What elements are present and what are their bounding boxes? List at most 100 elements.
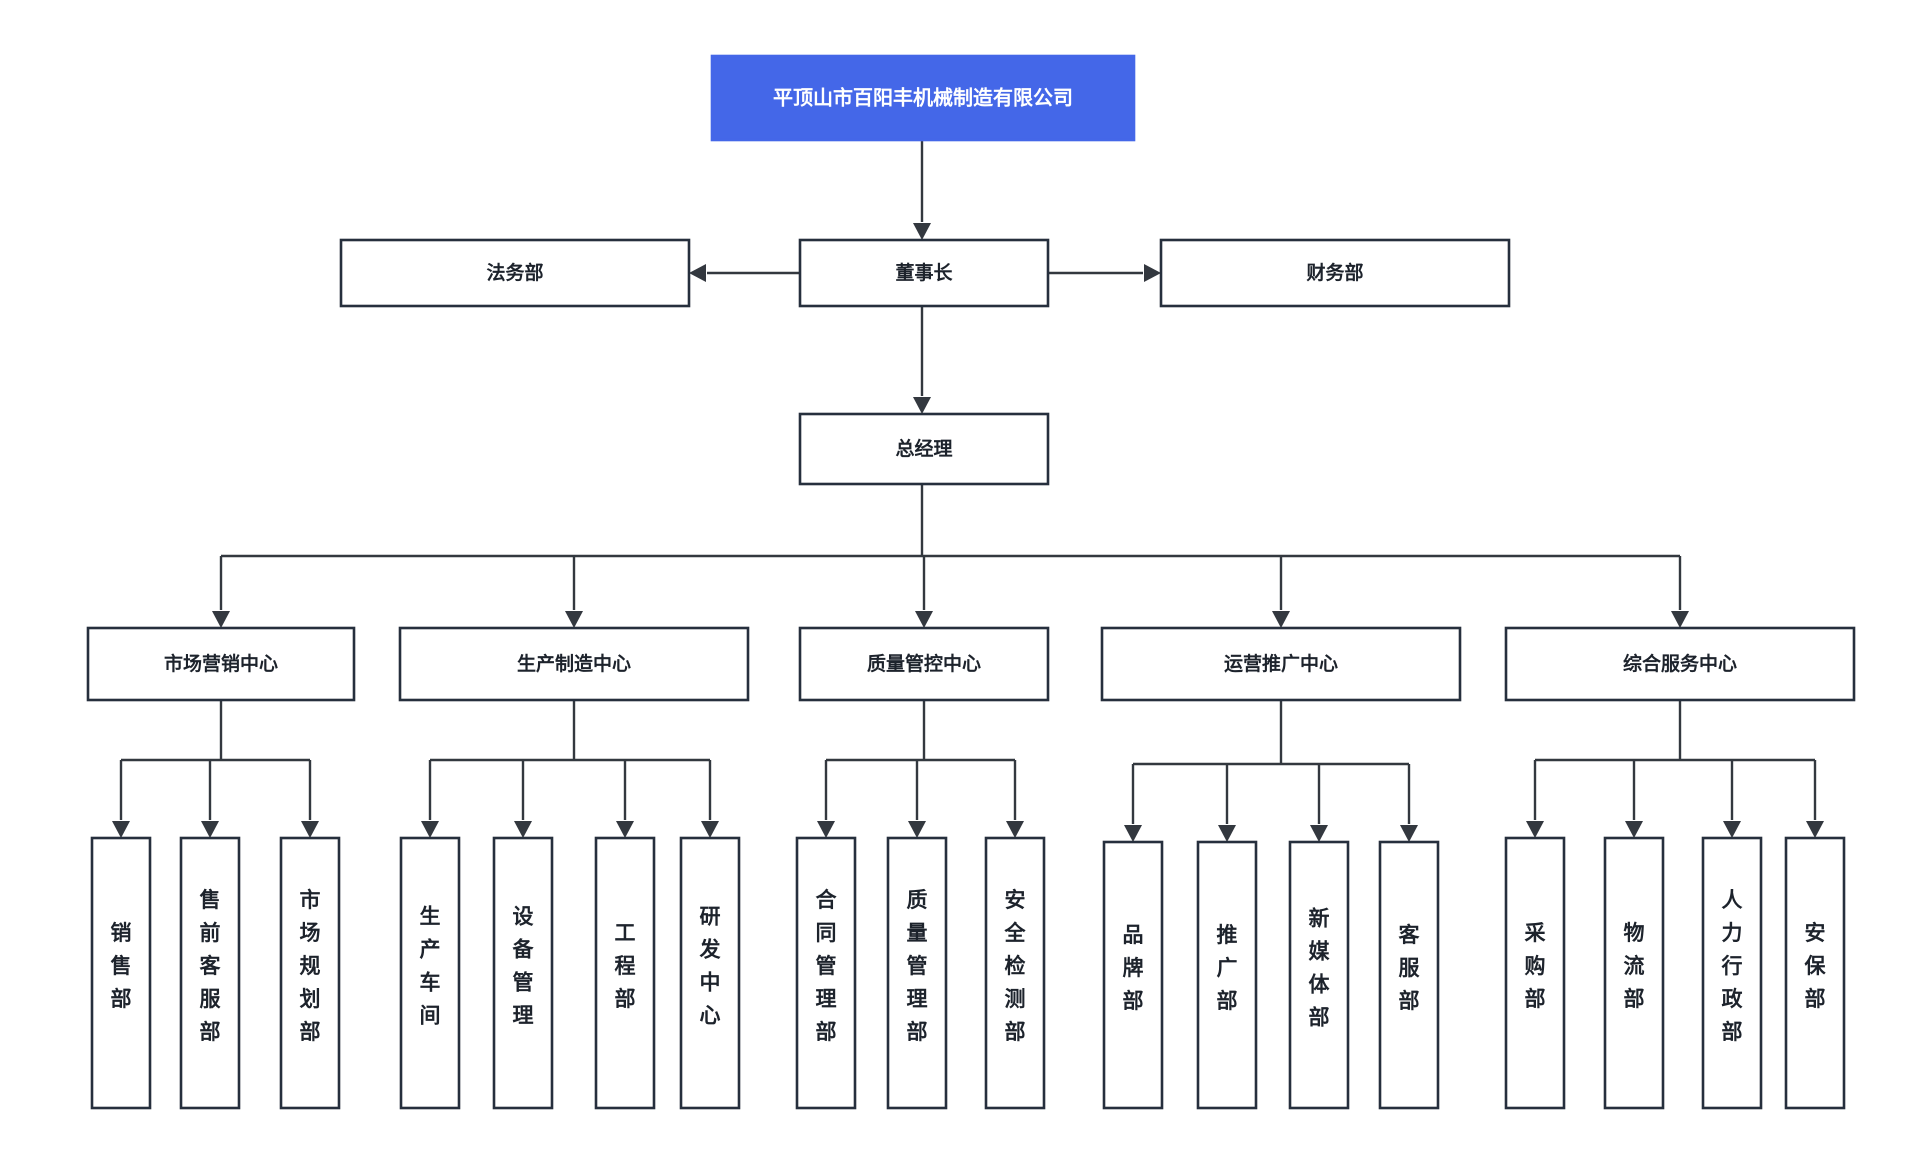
node-center-4-leaf-4[interactable]: 客服部 [1378,840,1440,1110]
arrowhead-down-icon [1124,825,1142,842]
arrowhead-down-icon [1272,611,1290,628]
arrowhead-down-icon [616,821,634,838]
node-center-3[interactable]: 质量管控中心 [798,626,1050,702]
node-legal-department-label: 法务部 [486,261,543,284]
box-shape [399,836,461,1110]
arrowhead-down-icon [1310,825,1328,842]
node-center-2-leaf-4[interactable]: 研发中心 [679,836,741,1110]
node-center-1-leaf-2-label: 售前客服部 [200,888,222,1044]
box-shape [398,626,750,702]
arrowhead-down-icon [112,821,130,838]
node-center-4[interactable]: 运营推广中心 [1100,626,1462,702]
box-shape [339,238,691,308]
node-center-2[interactable]: 生产制造中心 [398,626,750,702]
arrowhead-down-icon [701,821,719,838]
node-general-manager-label: 总经理 [895,437,952,460]
node-finance-department[interactable]: 财务部 [1159,238,1511,308]
node-center-5-leaf-3-label: 人力行政部 [1721,889,1744,1044]
box-shape [795,836,857,1110]
box-shape [679,836,741,1110]
arrowhead-down-icon [1218,825,1236,842]
node-center-3-leaf-3[interactable]: 安全检测部 [984,836,1046,1110]
node-finance-department-label: 财务部 [1306,261,1363,284]
arrowhead-down-icon [1806,821,1824,838]
box-shape [1784,836,1846,1110]
node-center-2-label: 生产制造中心 [517,652,631,675]
node-center-1-leaf-1-label: 销售部 [111,921,132,1011]
box-shape [279,836,341,1110]
arrowhead-down-icon [1400,825,1418,842]
node-center-1-leaf-3[interactable]: 市场规划部 [279,836,341,1110]
node-legal-department[interactable]: 法务部 [339,238,691,308]
node-center-4-leaf-4-label: 客服部 [1399,923,1421,1013]
node-general-manager[interactable]: 总经理 [798,412,1050,486]
node-center-2-leaf-4-label: 研发中心 [699,906,722,1028]
node-center-2-leaf-2-label: 设备管理 [512,906,535,1028]
node-center-3-leaf-3-label: 安全检测部 [1004,888,1027,1044]
node-center-4-leaf-1[interactable]: 品牌部 [1102,840,1164,1110]
arrowhead-down-icon [915,611,933,628]
arrowhead-down-icon [565,611,583,628]
node-center-2-leaf-1[interactable]: 生产车间 [399,836,461,1110]
box-shape [1504,836,1566,1110]
arrowhead-down-icon [201,821,219,838]
node-center-4-leaf-2[interactable]: 推广部 [1196,840,1258,1110]
node-center-5-leaf-4-label: 安保部 [1804,921,1827,1011]
node-center-4-label: 运营推广中心 [1224,652,1338,675]
node-center-5-leaf-1[interactable]: 采购部 [1504,836,1566,1110]
box-shape [1288,840,1350,1110]
node-center-4-leaf-1-label: 品牌部 [1123,924,1144,1013]
node-center-2-leaf-3[interactable]: 工程部 [594,836,656,1110]
arrowhead-down-icon [817,821,835,838]
root-box-shape [710,54,1136,142]
root-company-node[interactable]: 平顶山市百阳丰机械制造有限公司 [710,54,1136,142]
arrowhead-down-icon [1526,821,1544,838]
box-shape [90,836,152,1110]
arrowhead-down-icon [1671,611,1689,628]
arrowhead-down-icon [913,223,931,240]
node-center-5[interactable]: 综合服务中心 [1504,626,1856,702]
node-center-4-leaf-3-label: 新媒体部 [1309,907,1331,1030]
node-center-1-leaf-1[interactable]: 销售部 [90,836,152,1110]
node-center-1-label: 市场营销中心 [164,652,278,675]
box-shape [1504,626,1856,702]
arrowhead-down-icon [1723,821,1741,838]
box-shape [886,836,948,1110]
node-center-5-leaf-2[interactable]: 物流部 [1603,836,1665,1110]
node-center-2-leaf-2[interactable]: 设备管理 [492,836,554,1110]
node-center-5-leaf-3[interactable]: 人力行政部 [1701,836,1763,1110]
node-center-2-leaf-1-label: 生产车间 [420,905,441,1028]
arrowhead-down-icon [301,821,319,838]
node-center-3-leaf-2[interactable]: 质量管理部 [886,836,948,1110]
node-center-3-leaf-1[interactable]: 合同管理部 [795,836,857,1110]
box-shape [1102,840,1164,1110]
box-shape [798,238,1050,308]
node-center-4-leaf-3[interactable]: 新媒体部 [1288,840,1350,1110]
node-chairman[interactable]: 董事长 [798,238,1050,308]
node-center-5-leaf-2-label: 物流部 [1624,921,1645,1011]
node-center-5-label: 综合服务中心 [1623,652,1737,675]
box-shape [1196,840,1258,1110]
box-shape [594,836,656,1110]
box-shape [86,626,356,702]
root-company-node-label: 平顶山市百阳丰机械制造有限公司 [773,85,1073,109]
arrowhead-left-icon [689,264,706,282]
node-center-5-leaf-4[interactable]: 安保部 [1784,836,1846,1110]
node-chairman-label: 董事长 [895,261,953,284]
arrowhead-down-icon [514,821,532,838]
node-center-2-leaf-3-label: 工程部 [615,922,636,1011]
node-center-3-leaf-2-label: 质量管理部 [907,889,928,1044]
arrowhead-down-icon [913,397,931,414]
node-center-3-label: 质量管控中心 [867,652,981,675]
arrowhead-down-icon [212,611,230,628]
node-center-5-leaf-1-label: 采购部 [1525,922,1546,1011]
node-center-1-leaf-2[interactable]: 售前客服部 [179,836,241,1110]
node-center-1-leaf-3-label: 市场规划部 [300,888,321,1044]
box-shape [984,836,1046,1110]
node-center-1[interactable]: 市场营销中心 [86,626,356,702]
box-shape [1378,840,1440,1110]
arrowhead-down-icon [1625,821,1643,838]
box-shape [798,626,1050,702]
